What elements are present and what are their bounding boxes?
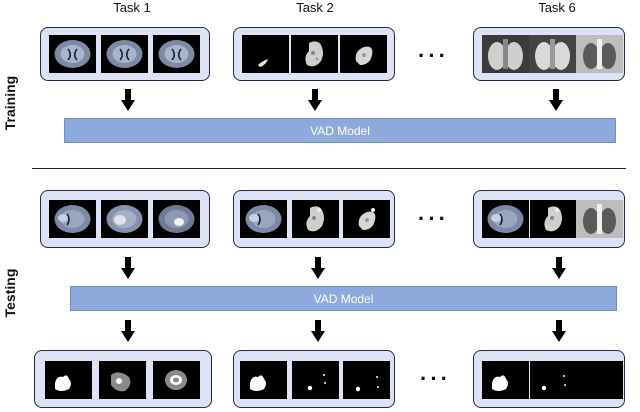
chest-xray-image bbox=[529, 35, 576, 73]
liver-ct-image bbox=[340, 35, 387, 73]
testing-arrow-task-6-out bbox=[552, 320, 566, 342]
task-1-header: Task 1 bbox=[113, 0, 151, 15]
chest-xray-image bbox=[576, 200, 623, 238]
segmentation-mask-image bbox=[240, 361, 287, 399]
chest-xray-image bbox=[576, 35, 623, 73]
brain-tumor-mri-image bbox=[49, 200, 96, 238]
segmentation-mask-image bbox=[153, 361, 200, 399]
training-task-1-group bbox=[40, 27, 210, 81]
training-ellipsis: ··· bbox=[418, 43, 449, 68]
segmentation-mask-image bbox=[292, 361, 339, 399]
segmentation-mask-image bbox=[343, 361, 390, 399]
liver-ct-image bbox=[530, 200, 577, 238]
brain-tumor-mri-image bbox=[153, 200, 200, 238]
output-ellipsis: ··· bbox=[420, 366, 451, 391]
testing-ellipsis: ··· bbox=[418, 206, 449, 231]
section-divider bbox=[32, 168, 626, 169]
testing-task-1-group bbox=[40, 190, 210, 248]
testing-arrow-task-6-in bbox=[552, 257, 566, 279]
brain-mri-image bbox=[101, 35, 148, 73]
testing-task-2-group bbox=[233, 190, 395, 248]
output-task-2-group bbox=[233, 350, 395, 408]
training-vad-model-bar: VAD Model bbox=[64, 118, 616, 143]
brain-mri-image bbox=[153, 35, 200, 73]
brain-mri-image bbox=[49, 35, 96, 73]
testing-arrow-task-1-in bbox=[121, 257, 135, 279]
segmentation-mask-image bbox=[530, 361, 577, 399]
training-task-6-group bbox=[473, 27, 625, 81]
output-task-6-group bbox=[473, 350, 625, 408]
training-label: Training bbox=[2, 75, 18, 131]
testing-task-6-group bbox=[473, 190, 625, 248]
segmentation-mask-image bbox=[482, 361, 529, 399]
testing-arrow-task-2-in bbox=[311, 257, 325, 279]
testing-label: Testing bbox=[2, 268, 18, 318]
brain-tumor-mri-image bbox=[240, 200, 287, 238]
liver-ct-image bbox=[242, 35, 289, 73]
output-task-1-group bbox=[34, 350, 212, 408]
segmentation-mask-image bbox=[576, 361, 623, 399]
segmentation-mask-image bbox=[99, 361, 146, 399]
testing-vad-model-bar: VAD Model bbox=[70, 286, 617, 311]
liver-ct-image bbox=[292, 200, 339, 238]
task-6-header: Task 6 bbox=[538, 0, 576, 15]
brain-tumor-mri-image bbox=[482, 200, 529, 238]
testing-arrow-task-1-out bbox=[121, 320, 135, 342]
brain-tumor-mri-image bbox=[101, 200, 148, 238]
chest-xray-image bbox=[482, 35, 529, 73]
task-2-header: Task 2 bbox=[296, 0, 334, 15]
testing-arrow-task-2-out bbox=[311, 320, 325, 342]
liver-ct-image bbox=[291, 35, 338, 73]
segmentation-mask-image bbox=[45, 361, 92, 399]
training-arrow-task-2 bbox=[308, 89, 322, 111]
training-arrow-task-6 bbox=[549, 89, 563, 111]
training-task-2-group bbox=[233, 27, 395, 81]
liver-ct-image bbox=[343, 200, 390, 238]
training-arrow-task-1 bbox=[121, 89, 135, 111]
